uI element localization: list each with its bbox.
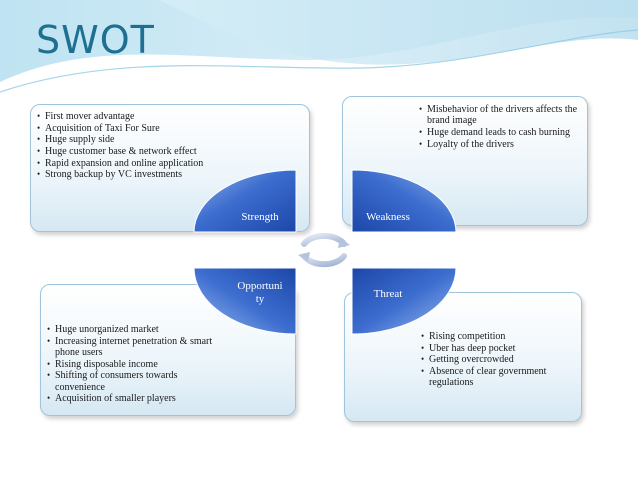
- threat-list: Rising competition Uber has deep pocket …: [421, 331, 577, 389]
- list-item: Huge demand leads to cash burning: [419, 127, 581, 139]
- cycle-arrows-icon: [298, 232, 350, 268]
- threat-quadrant: [351, 267, 457, 335]
- list-item: Acquisition of smaller players: [47, 393, 223, 405]
- list-item: Increasing internet penetration & smart …: [47, 336, 223, 359]
- weakness-list: Misbehavior of the drivers affects the b…: [419, 104, 581, 150]
- list-item: Acquisition of Taxi For Sure: [37, 123, 227, 135]
- strength-list: First mover advantage Acquisition of Tax…: [37, 111, 227, 181]
- threat-label: Threat: [373, 288, 403, 300]
- slide-title: SWOT: [36, 18, 155, 62]
- list-item: Uber has deep pocket: [421, 343, 577, 355]
- list-item: Getting overcrowded: [421, 354, 577, 366]
- opportunity-list: Huge unorganized market Increasing inter…: [47, 324, 223, 405]
- list-item: Rapid expansion and online application: [37, 158, 227, 170]
- list-item: First mover advantage: [37, 111, 227, 123]
- list-item: Rising competition: [421, 331, 577, 343]
- opportunity-label-line2: ty: [255, 293, 265, 305]
- list-item: Huge supply side: [37, 134, 227, 146]
- strength-label: Strength: [241, 211, 279, 223]
- opportunity-label-line1: Opportuni: [237, 280, 283, 292]
- list-item: Loyalty of the drivers: [419, 139, 581, 151]
- opportunity-quadrant: [193, 267, 297, 335]
- list-item: Strong backup by VC investments: [37, 169, 227, 181]
- list-item: Huge unorganized market: [47, 324, 223, 336]
- list-item: Misbehavior of the drivers affects the b…: [419, 104, 581, 127]
- list-item: Shifting of consumers towards convenienc…: [47, 370, 223, 393]
- weakness-quadrant: [351, 169, 457, 233]
- weakness-label: Weakness: [366, 211, 410, 223]
- list-item: Huge customer base & network effect: [37, 146, 227, 158]
- opportunity-label: Opportuni ty: [226, 280, 294, 306]
- strength-quadrant: [193, 169, 297, 233]
- list-item: Rising disposable income: [47, 359, 223, 371]
- list-item: Absence of clear government regulations: [421, 366, 577, 389]
